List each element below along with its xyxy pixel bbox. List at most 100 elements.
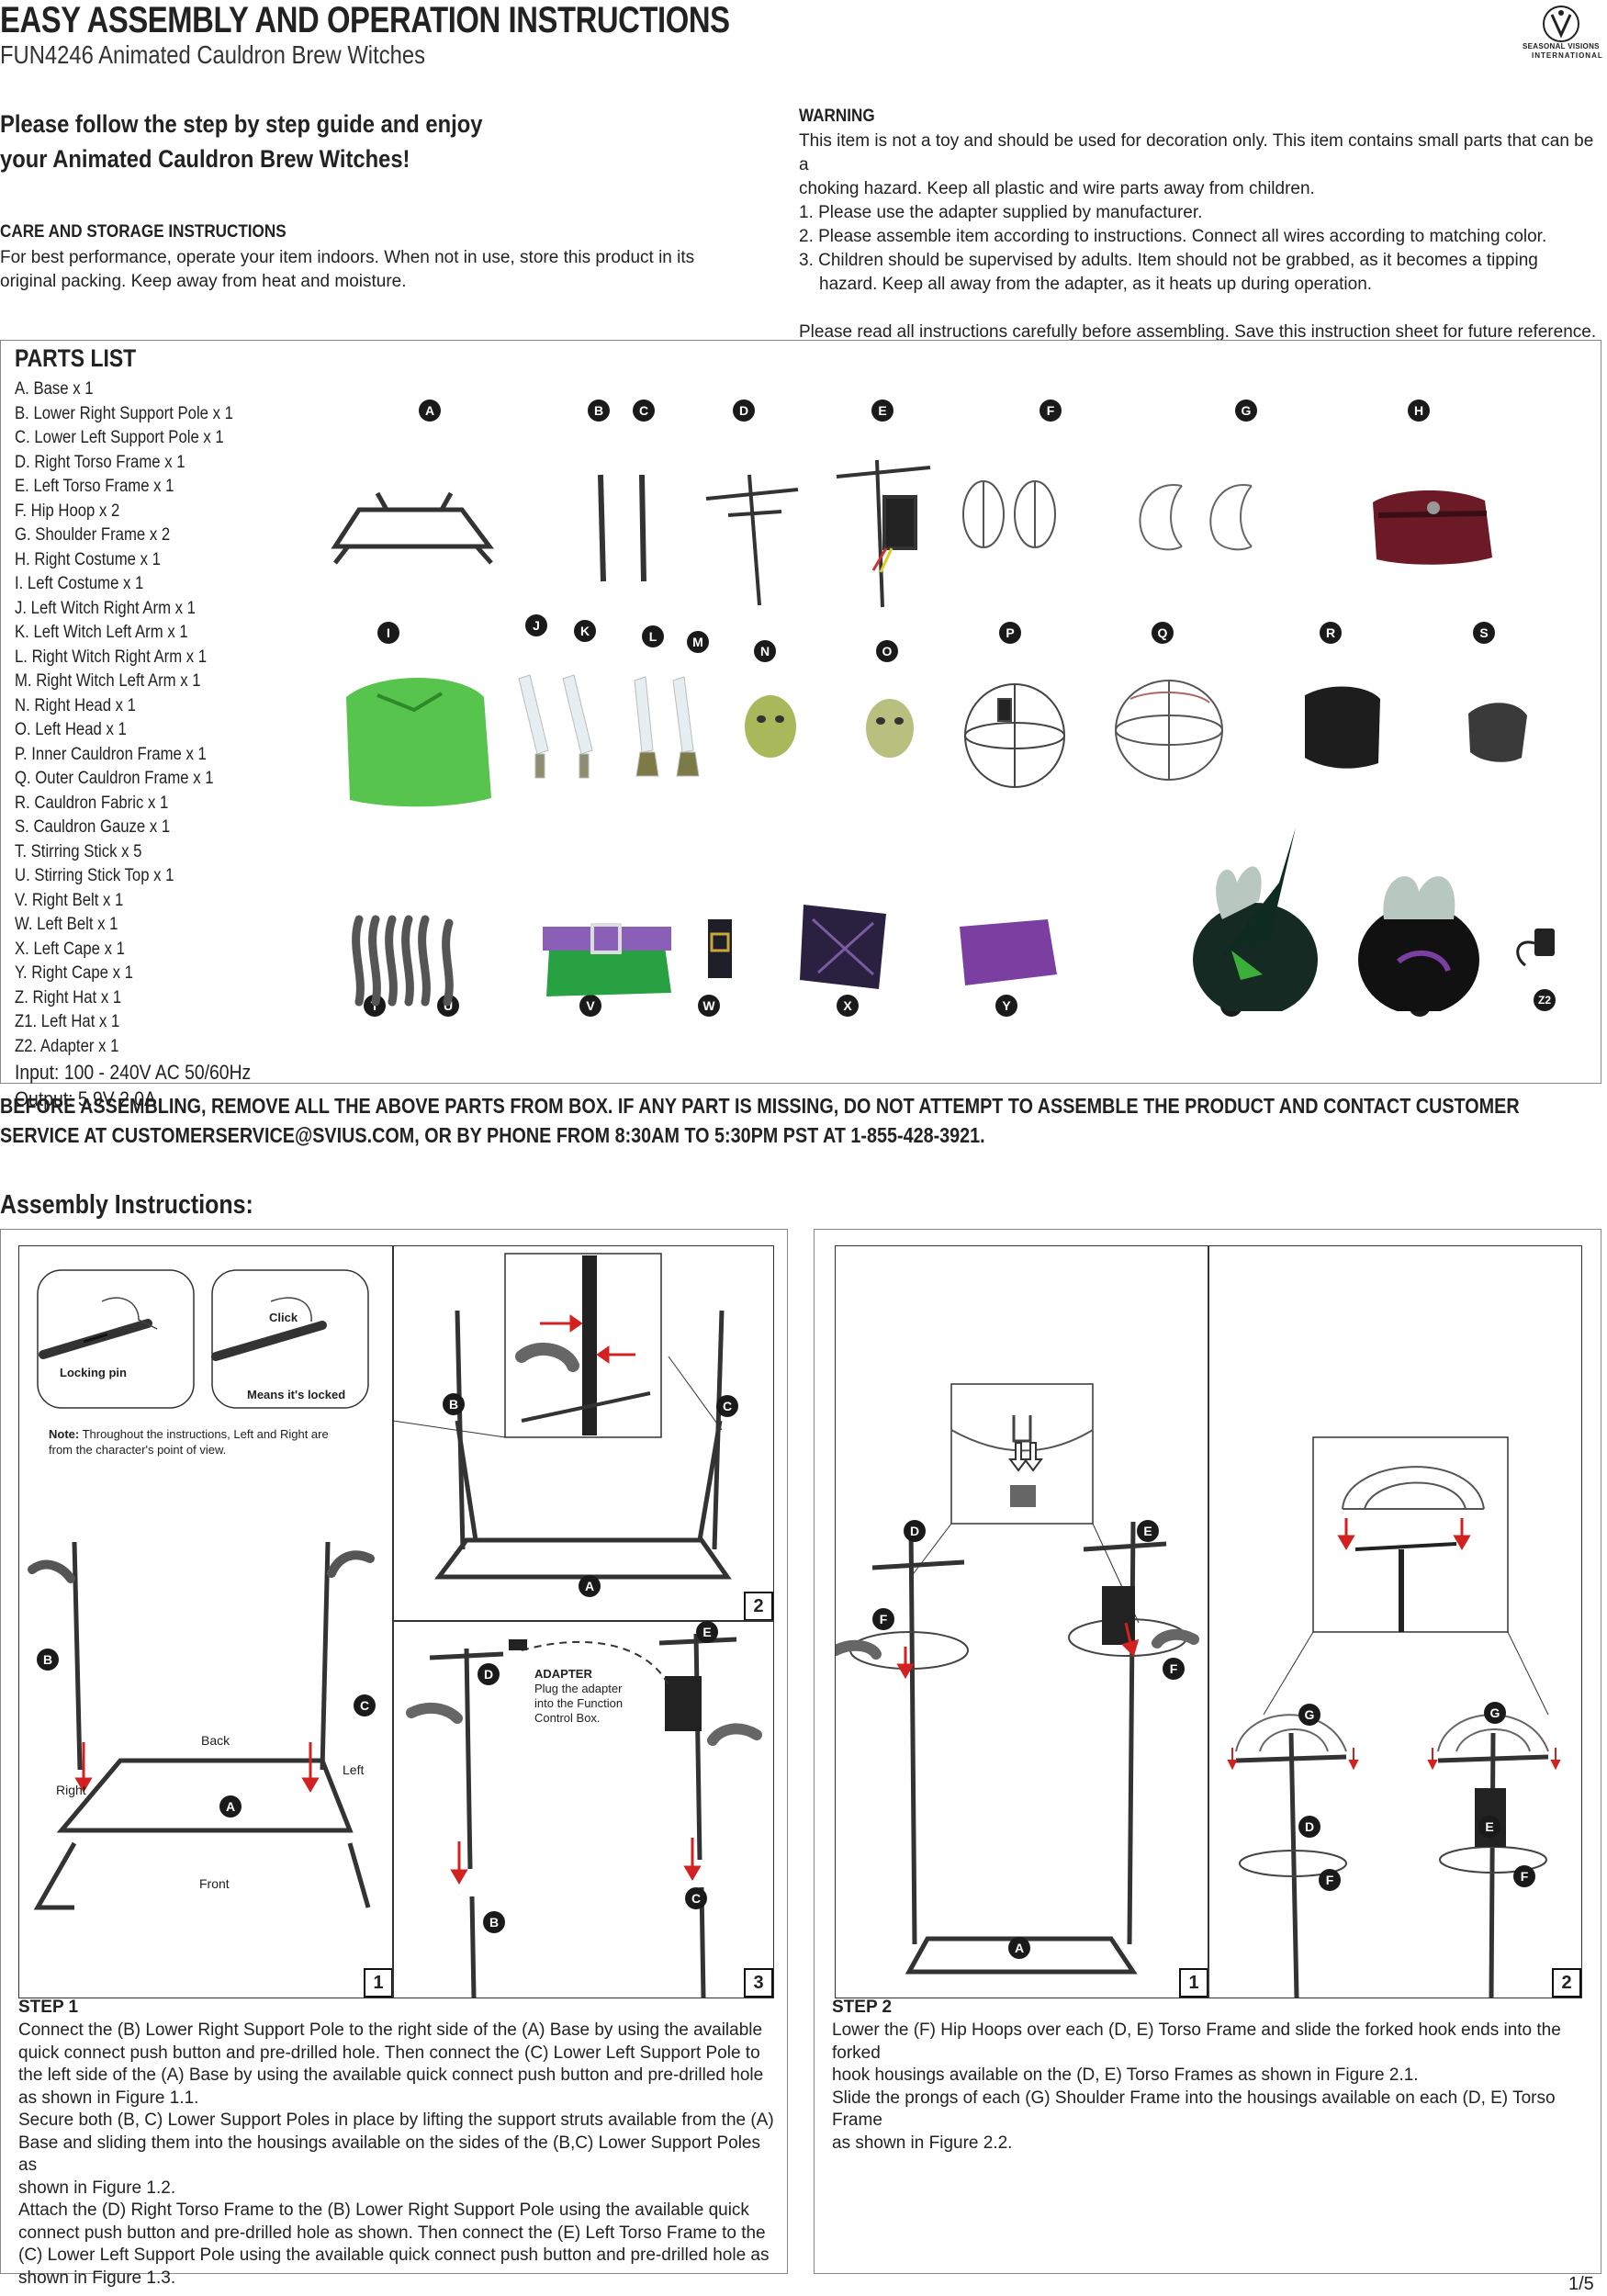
part-badge-v: V <box>579 995 601 1017</box>
fig-badge-a: A <box>1008 1937 1030 1959</box>
adapter-callout: ADAPTER Plug the adapter into the Functi… <box>534 1667 623 1726</box>
warning-line: 3. Children should be supervised by adul… <box>799 251 1538 270</box>
adapter-illustration <box>1516 929 1555 967</box>
label-means-locked: Means it's locked <box>247 1388 346 1401</box>
step1-box: Locking pin Click Means it's locked Note… <box>0 1229 788 2288</box>
figure-1-3: D E B C ADAPTER Plug the adapter into th… <box>392 1620 774 1998</box>
figure-2-1: D E F F A 1 <box>835 1245 1209 1998</box>
label-front: Front <box>199 1876 230 1891</box>
step2-line: Slide the prongs of each (G) Shoulder Fr… <box>832 2088 1556 2131</box>
cauldron-gauze-illustration <box>1468 703 1527 762</box>
fig-badge-b: B <box>37 1649 59 1671</box>
left-torso-illustration <box>836 459 931 608</box>
part-badge-r: R <box>1320 622 1342 644</box>
outer-cauldron-frame-illustration <box>1115 680 1223 781</box>
step2-box: D E F F A 1 <box>814 1229 1601 2274</box>
step2-line: hook housings available on the (D, E) To… <box>832 2065 1419 2085</box>
part-item: P. Inner Cauldron Frame x 1 <box>15 744 207 764</box>
part-item: C. Lower Left Support Pole x 1 <box>15 428 224 447</box>
care-line: original packing. Keep away from heat an… <box>0 272 407 291</box>
page-number: 1/5 <box>1568 2274 1594 2294</box>
step1-line: Secure both (B, C) Lower Support Poles i… <box>18 2110 774 2130</box>
part-item: F. Hip Hoop x 2 <box>15 501 120 521</box>
label-locking-pin: Locking pin <box>60 1366 127 1379</box>
figure-number-2-2: 2 <box>1552 1968 1581 1998</box>
label-click: Click <box>269 1311 298 1324</box>
fig-badge-e: E <box>1478 1816 1500 1838</box>
label-left: Left <box>343 1762 365 1777</box>
hip-hoops-illustration <box>962 480 1056 548</box>
cauldron-fabric-illustration <box>1305 686 1380 769</box>
brand-logo: SEASONAL VISIONS INTERNATIONAL <box>1523 2 1602 61</box>
fig-badge-f: F <box>1319 1869 1341 1891</box>
part-item: T. Stirring Stick x 5 <box>15 841 142 861</box>
missing-parts-notice: BEFORE ASSEMBLING, REMOVE ALL THE ABOVE … <box>0 1091 1588 1150</box>
figure-1-2-drawing <box>393 1253 732 1580</box>
parts-list-title: PARTS LIST <box>15 344 137 372</box>
left-hat-illustration <box>1358 876 1479 1011</box>
step2-text: Lower the (F) Hip Hoops over each (D, E)… <box>832 2020 1594 2155</box>
left-witch-arms-illustration <box>518 674 593 779</box>
part-item: Y. Right Cape x 1 <box>15 963 133 983</box>
support-poles-illustration <box>598 474 646 582</box>
figure-2-2-drawing <box>1227 1436 1561 1998</box>
product-subtitle: FUN4246 Animated Cauldron Brew Witches <box>0 40 425 69</box>
figure-1-1: Locking pin Click Means it's locked Note… <box>18 1245 394 1998</box>
part-item: A. Base x 1 <box>15 379 94 399</box>
warning-line: choking hazard. Keep all plastic and wir… <box>799 179 1315 198</box>
part-badge-l: L <box>642 625 664 647</box>
part-item: G. Shoulder Frame x 2 <box>15 525 171 545</box>
warning-line: 2. Please assemble item according to ins… <box>799 227 1547 246</box>
label-back: Back <box>201 1733 230 1748</box>
fig-badge-g: G <box>1298 1704 1320 1726</box>
fig-badge-c: C <box>685 1887 707 1909</box>
page-title: EASY ASSEMBLY AND OPERATION INSTRUCTIONS <box>0 0 730 40</box>
left-head-illustration <box>866 699 914 758</box>
note-bold: Note: <box>49 1427 80 1441</box>
fig-badge-d: D <box>1298 1816 1320 1838</box>
part-item: I. Left Costume x 1 <box>15 574 144 593</box>
part-item: R. Cauldron Fabric x 1 <box>15 793 169 813</box>
logo-text-1: SEASONAL VISIONS <box>1523 42 1600 51</box>
figure-number-1-3: 3 <box>744 1968 773 1998</box>
part-badge-p: P <box>999 622 1021 644</box>
intro-text: Please follow the step by step guide and… <box>0 107 482 176</box>
care-line: For best performance, operate your item … <box>0 248 695 267</box>
stirring-sticks-illustration <box>352 915 454 1007</box>
part-item: S. Cauldron Gauze x 1 <box>15 817 171 837</box>
care-heading: CARE AND STORAGE INSTRUCTIONS <box>0 222 287 242</box>
right-head-illustration <box>745 695 796 758</box>
part-item: K. Left Witch Left Arm x 1 <box>15 623 188 642</box>
step1-line: Connect the (B) Lower Right Support Pole… <box>18 2020 763 2040</box>
fig-badge-e: E <box>696 1621 718 1643</box>
part-item: V. Right Belt x 1 <box>15 890 124 910</box>
part-badge-o: O <box>876 640 898 662</box>
part-item: U. Stirring Stick Top x 1 <box>15 866 174 885</box>
step1-line: Attach the (D) Right Torso Frame to the … <box>18 2200 749 2220</box>
fig-badge-a: A <box>219 1795 242 1818</box>
step2-title: STEP 2 <box>832 1998 893 2017</box>
step1-line: connect push button and pre-drilled hole… <box>18 2223 766 2243</box>
warning-line: hazard. Keep all away from the adapter, … <box>819 275 1373 294</box>
warning-line: Please read all instructions carefully b… <box>799 322 1597 342</box>
part-badge-c: C <box>633 400 655 422</box>
part-badge-s: S <box>1473 622 1495 644</box>
part-badge-k: K <box>574 620 596 642</box>
adapter-callout-line: Control Box. <box>534 1711 601 1725</box>
adapter-output-spec: Output: 5.9V 2.0A <box>15 1087 156 1110</box>
orientation-note: Note: Throughout the instructions, Left … <box>49 1426 352 1458</box>
adapter-callout-line: Plug the adapter <box>534 1682 623 1695</box>
fig-badge-e: E <box>1137 1520 1159 1542</box>
parts-illustrations <box>331 459 1555 1011</box>
step2-line: Lower the (F) Hip Hoops over each (D, E)… <box>832 2020 1561 2063</box>
part-item: D. Right Torso Frame x 1 <box>15 452 185 472</box>
step1-line: the left side of the (A) Base by using t… <box>18 2065 764 2085</box>
step1-text: Connect the (B) Lower Right Support Pole… <box>18 2020 781 2290</box>
warning-text: This item is not a toy and should be use… <box>799 129 1607 344</box>
step1-line: shown in Figure 1.3. <box>18 2268 176 2288</box>
part-badge-h: H <box>1408 400 1430 422</box>
figure-1-3-drawing <box>406 1633 762 1998</box>
part-badge-q: Q <box>1152 622 1174 644</box>
right-hat-illustration <box>1193 827 1318 1011</box>
figure-number-1-2: 2 <box>744 1592 773 1621</box>
